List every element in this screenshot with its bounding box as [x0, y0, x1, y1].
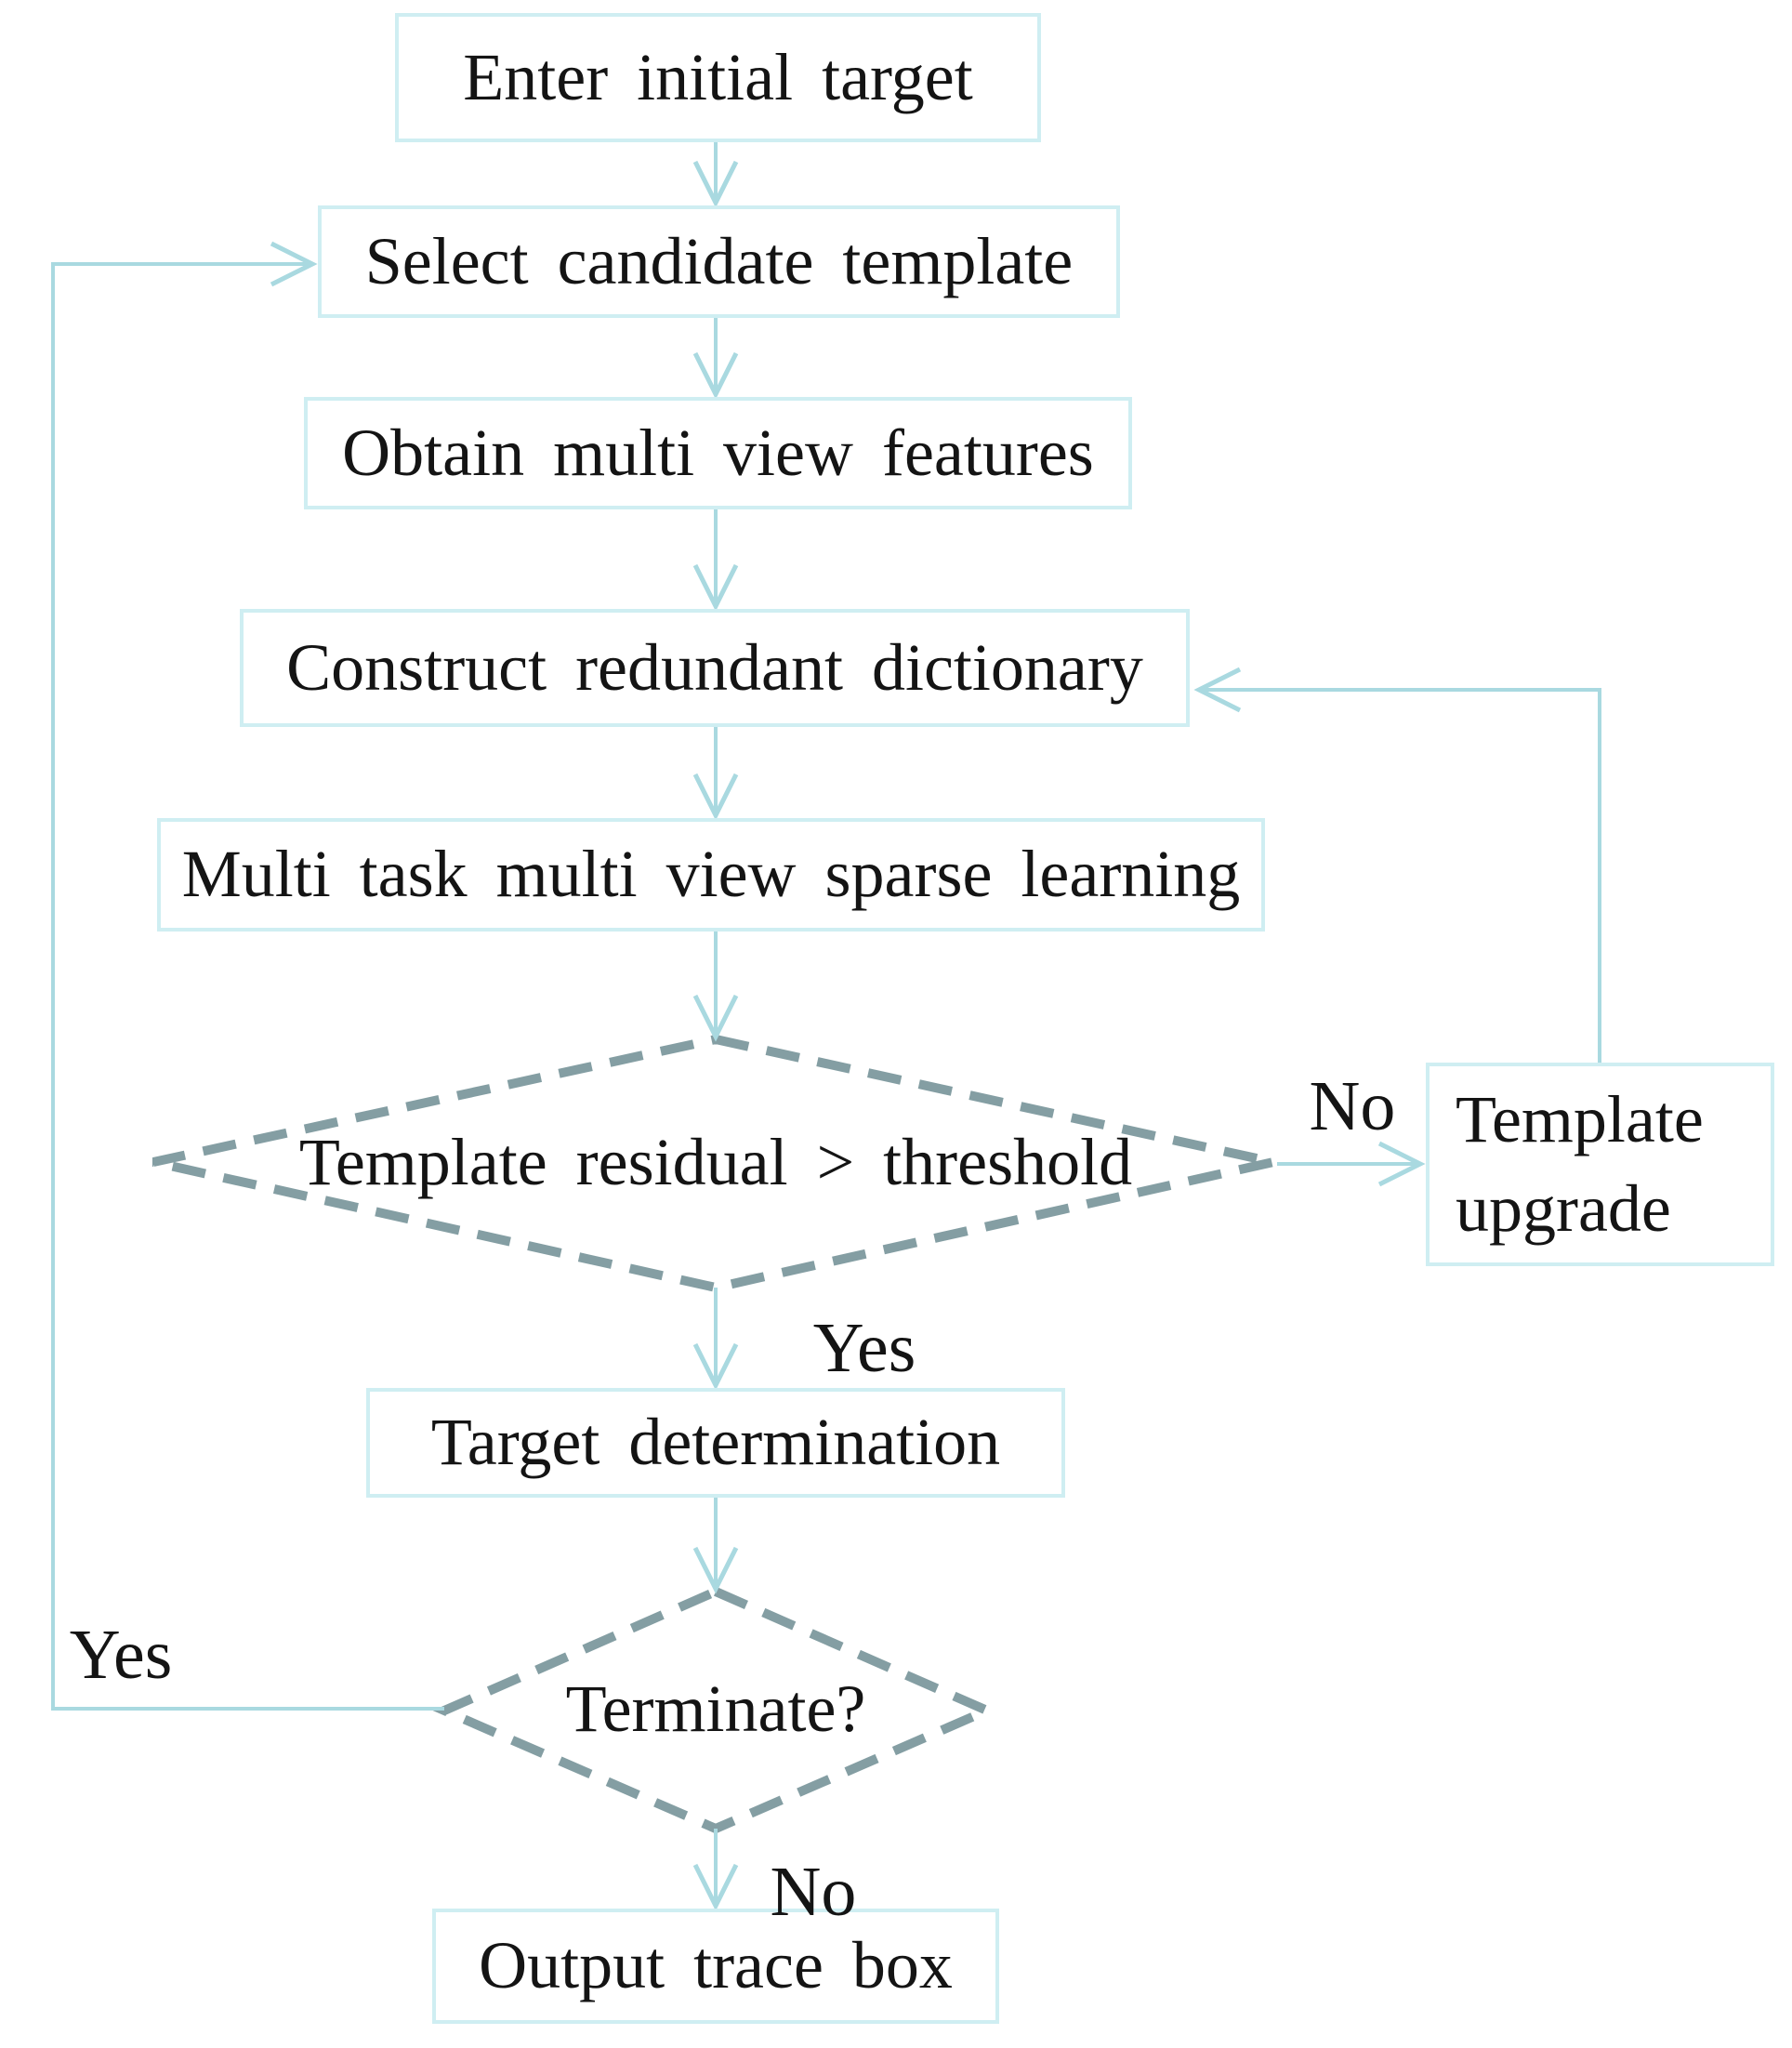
node-template-upgrade: Template upgrade [1426, 1063, 1774, 1266]
edge-label-terminate-yes: Yes [69, 1616, 173, 1694]
arrow-upgrade-to-construct-loop [1193, 667, 1601, 1063]
edge-label-residual-yes: Yes [812, 1309, 916, 1387]
node-enter-initial-target: Enter initial target [395, 13, 1041, 142]
node-obtain-multi-view-features: Obtain multi view features [304, 397, 1132, 509]
edge-label-terminate-no: No [770, 1853, 857, 1931]
edge-label-residual-no: No [1309, 1067, 1396, 1145]
node-multi-task-multi-view-sparse-learning: Multi task multi view sparse learning [157, 818, 1265, 932]
node-select-candidate-template: Select candidate template [318, 205, 1120, 318]
decision-template-residual-label: Template residual > threshold [298, 1125, 1133, 1199]
node-target-determination: Target determination [366, 1388, 1065, 1498]
node-construct-redundant-dictionary: Construct redundant dictionary [240, 609, 1190, 727]
decision-terminate-label: Terminate? [565, 1671, 866, 1746]
node-output-trace-box: Output trace box [432, 1909, 999, 2024]
arrow-terminate-yes-to-select-loop [51, 241, 444, 1711]
decision-template-residual-diamond [152, 1034, 1275, 1293]
